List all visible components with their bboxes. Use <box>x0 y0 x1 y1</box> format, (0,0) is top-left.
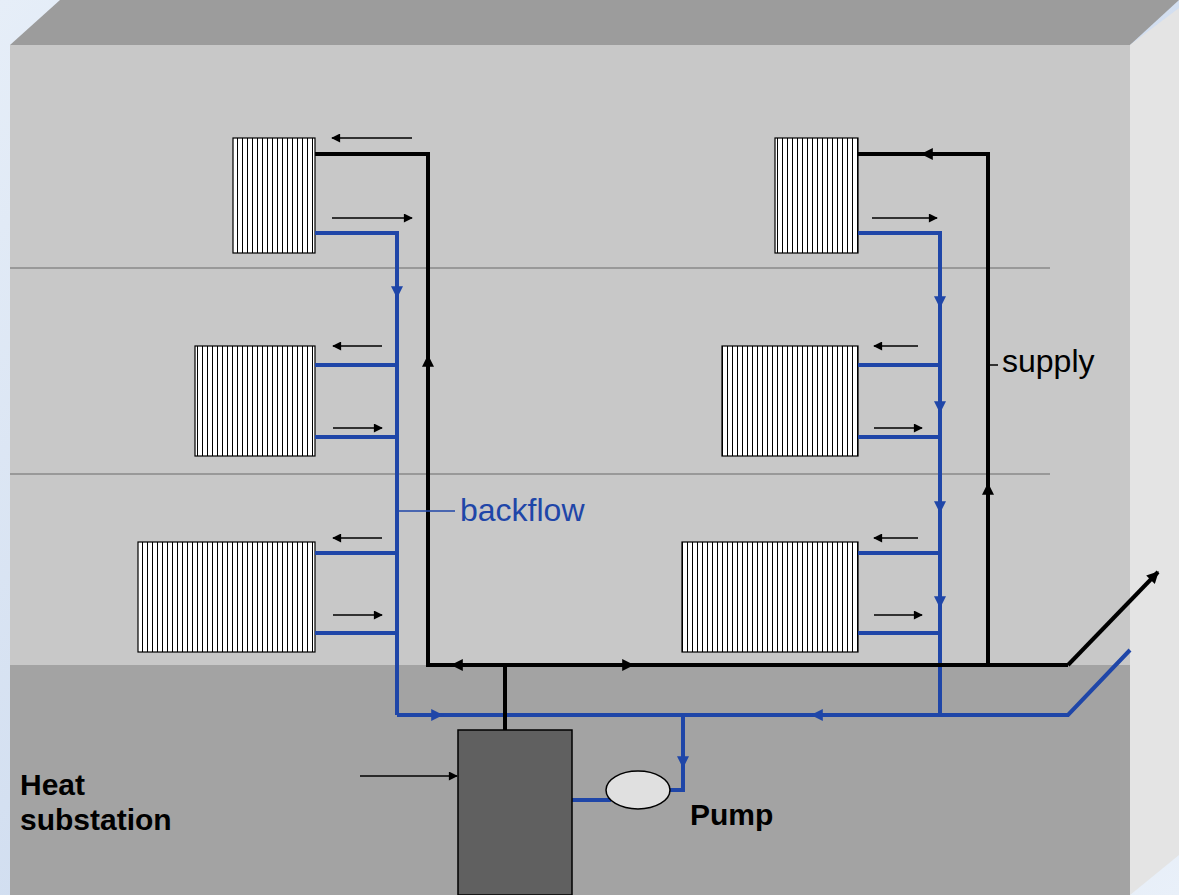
component-label: Pump <box>690 798 773 833</box>
pipe-label: backflow <box>460 492 585 529</box>
pipe-flow-arrows <box>397 154 988 767</box>
building <box>10 0 1179 895</box>
radiators <box>138 138 858 652</box>
backflow-pipes <box>315 233 1130 800</box>
substation-and-pump <box>360 730 670 895</box>
radiator-flow-arrows <box>332 138 937 615</box>
supply-pipes <box>315 154 1158 730</box>
pipe-label: supply <box>1002 343 1095 380</box>
leader-lines <box>399 365 998 511</box>
component-label: Heat substation <box>20 768 210 837</box>
